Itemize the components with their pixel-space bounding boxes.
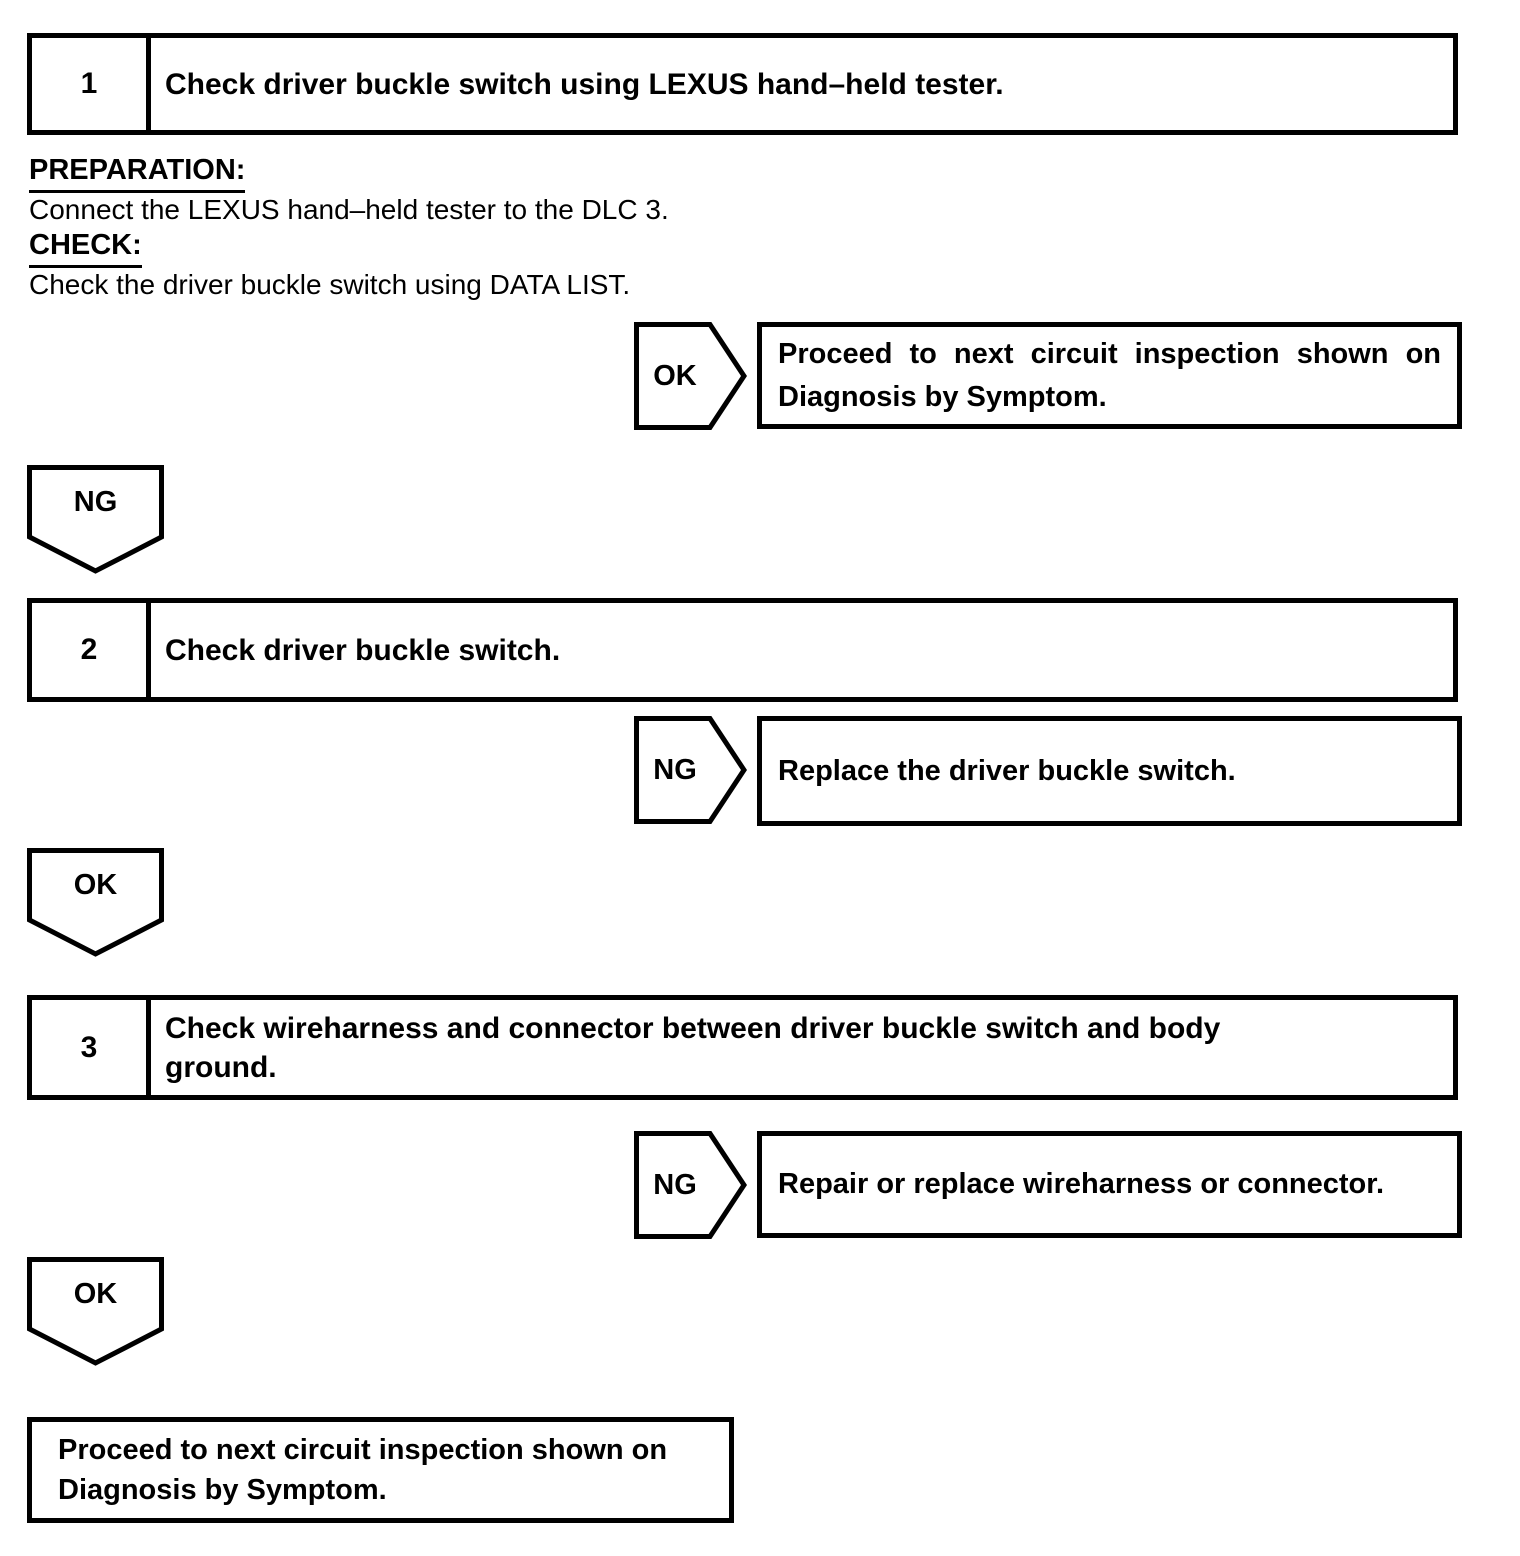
action-text-line: Repair or replace wireharness or connect…: [778, 1168, 1385, 1200]
ok-down-connector: OK: [27, 848, 164, 958]
step-2-title: Check driver buckle switch.: [151, 603, 1453, 697]
final-result-box: Proceed to next circuit inspection shown…: [27, 1417, 734, 1523]
step-2-title-line: Check driver buckle switch.: [165, 633, 561, 667]
step-3-title-line: ground.: [165, 1050, 277, 1084]
step-1-title-line: Check driver buckle switch using LEXUS h…: [165, 67, 1004, 101]
ng-right-arrow-connector: NG: [634, 716, 747, 824]
right-arrow-shape-icon: [634, 322, 747, 430]
step-3-title-line: Check wireharness and connector between …: [165, 1011, 1221, 1045]
final-result-line: Diagnosis by Symptom.: [58, 1474, 387, 1506]
action-text-line: Replace the driver buckle switch.: [778, 754, 1236, 787]
action-box-repair-wireharness: Repair or replace wireharness or connect…: [757, 1131, 1462, 1238]
step-2-number-cell: 2: [32, 603, 151, 697]
step-1-number-cell: 1: [32, 38, 151, 130]
condition-label: OK: [73, 868, 118, 901]
right-arrow-shape-icon: [634, 1131, 747, 1239]
ng-right-arrow-connector: NG: [634, 1131, 747, 1239]
final-result-line: Proceed to next circuit inspection shown…: [58, 1434, 668, 1466]
step-1-number: 1: [80, 67, 98, 100]
check-text: Check the driver buckle switch using DAT…: [29, 269, 631, 300]
condition-label: OK: [653, 359, 697, 392]
condition-label: NG: [653, 753, 697, 786]
ng-down-connector: NG: [27, 465, 164, 575]
down-pentagon-shape-icon: [27, 848, 164, 957]
condition-label: OK: [73, 1277, 118, 1310]
down-pentagon-shape-icon: [27, 465, 164, 574]
action-text-line: Diagnosis by Symptom.: [778, 380, 1107, 413]
step-3-title: Check wireharness and connector between …: [151, 1000, 1453, 1095]
action-box-replace-switch: Replace the driver buckle switch.: [757, 716, 1462, 826]
right-arrow-shape-icon: [634, 716, 747, 824]
preparation-text: Connect the LEXUS hand–held tester to th…: [29, 194, 669, 225]
condition-label: NG: [73, 485, 118, 518]
preparation-label: PREPARATION:: [29, 154, 246, 193]
ok-down-connector: OK: [27, 1257, 164, 1367]
step-1-box: 1 Check driver buckle switch using LEXUS…: [27, 33, 1458, 135]
ok-right-arrow-connector: OK: [634, 322, 747, 430]
down-pentagon-shape-icon: [27, 1257, 164, 1366]
condition-label: NG: [653, 1168, 697, 1201]
step-1-title: Check driver buckle switch using LEXUS h…: [151, 38, 1453, 130]
step-3-number-cell: 3: [32, 1000, 151, 1095]
step-2-number: 2: [80, 633, 98, 666]
step-3-number: 3: [80, 1030, 98, 1064]
action-text-line: Proceed to next circuit inspection shown…: [778, 337, 1441, 370]
step-3-box: 3 Check wireharness and connector betwee…: [27, 995, 1458, 1100]
step-2-box: 2 Check driver buckle switch.: [27, 598, 1458, 702]
check-label: CHECK:: [29, 229, 142, 268]
action-box-proceed-top: Proceed to next circuit inspection shown…: [757, 322, 1462, 429]
